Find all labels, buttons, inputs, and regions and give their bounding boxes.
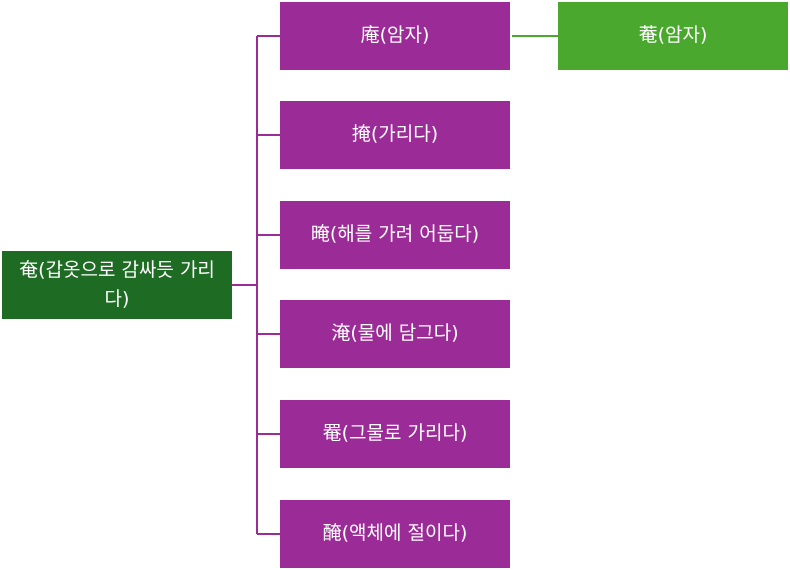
leaf-node: 菴(암자) bbox=[558, 2, 788, 70]
root-node: 奄(갑옷으로 감싸듯 가리다) bbox=[2, 251, 232, 319]
child-node-6: 醃(액체에 절이다) bbox=[280, 500, 510, 568]
child-node-4: 淹(물에 담그다) bbox=[280, 300, 510, 368]
child-node-label: 掩(가리다) bbox=[351, 123, 439, 146]
child-node-1: 庵(암자) bbox=[280, 2, 510, 70]
child-node-5: 罨(그물로 가리다) bbox=[280, 400, 510, 468]
child-node-label: 晻(해를 가려 어둡다) bbox=[310, 223, 480, 246]
child-node-label: 淹(물에 담그다) bbox=[331, 322, 459, 345]
leaf-node-label: 菴(암자) bbox=[638, 24, 708, 47]
root-node-label: 奄(갑옷으로 감싸듯 가리다) bbox=[19, 258, 215, 310]
child-node-label: 庵(암자) bbox=[360, 24, 430, 47]
child-node-2: 掩(가리다) bbox=[280, 101, 510, 169]
child-node-3: 晻(해를 가려 어둡다) bbox=[280, 201, 510, 269]
child-node-label: 醃(액체에 절이다) bbox=[322, 522, 468, 545]
child-node-label: 罨(그물로 가리다) bbox=[322, 422, 468, 445]
